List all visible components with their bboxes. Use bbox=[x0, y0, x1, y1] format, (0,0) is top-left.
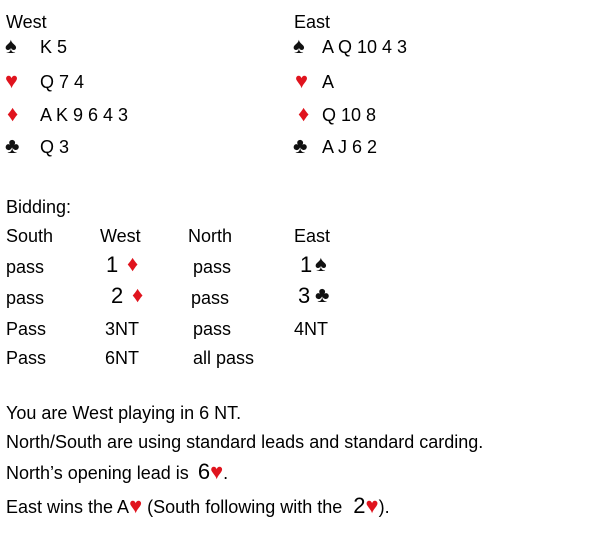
header-north: North bbox=[188, 226, 233, 246]
lead-card: 6 bbox=[197, 459, 211, 484]
text-line-4: East wins the A♥ (South following with t… bbox=[6, 495, 390, 518]
text-line-3: North’s opening lead is 6♥. bbox=[6, 461, 228, 484]
west-title: West bbox=[6, 12, 47, 32]
heart-icon: ♥ bbox=[5, 68, 19, 93]
bidding-title: Bidding: bbox=[6, 197, 72, 217]
east-spades: A Q 10 4 3 bbox=[322, 37, 408, 57]
bid: Pass bbox=[6, 348, 47, 368]
west-spades: K 5 bbox=[40, 37, 68, 57]
header-west: West bbox=[100, 226, 141, 246]
east-wins-text: East wins the A bbox=[6, 497, 130, 517]
heart-icon: ♥ bbox=[295, 68, 309, 93]
bid: 1 bbox=[300, 252, 313, 277]
club-icon: ♣ bbox=[5, 133, 20, 158]
south-follow-text: (South following with the bbox=[147, 497, 343, 517]
east-title: East bbox=[294, 12, 331, 32]
spade-icon: ♠ bbox=[293, 33, 305, 58]
lead-text: North’s opening lead is bbox=[6, 463, 189, 483]
club-icon: ♣ bbox=[293, 133, 308, 158]
heart-icon: ♥ bbox=[129, 493, 143, 518]
west-diamonds: A K 9 6 4 3 bbox=[40, 105, 129, 125]
heart-icon: ♥ bbox=[210, 459, 224, 484]
east-diamonds: Q 10 8 bbox=[322, 105, 377, 125]
follow-card: 2 bbox=[353, 493, 366, 518]
bid: pass bbox=[193, 319, 232, 339]
bid: Pass bbox=[6, 319, 47, 339]
spade-icon: ♠ bbox=[315, 251, 327, 276]
diamond-icon: ♦ bbox=[132, 282, 144, 307]
text-line-1: You are West playing in 6 NT. bbox=[6, 403, 242, 423]
diamond-icon: ♦ bbox=[7, 101, 19, 126]
bid: all pass bbox=[193, 348, 255, 368]
heart-icon: ♥ bbox=[365, 493, 379, 518]
west-hearts: Q 7 4 bbox=[40, 72, 85, 92]
bid: pass bbox=[191, 288, 230, 308]
text-line-2: North/South are using standard leads and… bbox=[6, 432, 484, 452]
club-icon: ♣ bbox=[315, 282, 330, 307]
spade-icon: ♠ bbox=[5, 33, 17, 58]
diamond-icon: ♦ bbox=[127, 251, 139, 276]
bid: 1 bbox=[106, 252, 119, 277]
bid: 3 bbox=[298, 283, 311, 308]
bid: 6NT bbox=[105, 348, 140, 368]
closing-text: ). bbox=[378, 497, 390, 517]
east-hearts: A bbox=[322, 72, 335, 92]
header-east: East bbox=[294, 226, 331, 246]
east-clubs: A J 6 2 bbox=[322, 137, 378, 157]
bid: pass bbox=[6, 288, 45, 308]
bid: pass bbox=[6, 257, 45, 277]
lead-period: . bbox=[223, 463, 229, 483]
bid: 2 bbox=[111, 283, 124, 308]
header-south: South bbox=[6, 226, 54, 246]
bid: pass bbox=[193, 257, 232, 277]
diamond-icon: ♦ bbox=[298, 101, 310, 126]
west-clubs: Q 3 bbox=[40, 137, 70, 157]
bid: 4NT bbox=[294, 319, 329, 339]
bid: 3NT bbox=[105, 319, 140, 339]
